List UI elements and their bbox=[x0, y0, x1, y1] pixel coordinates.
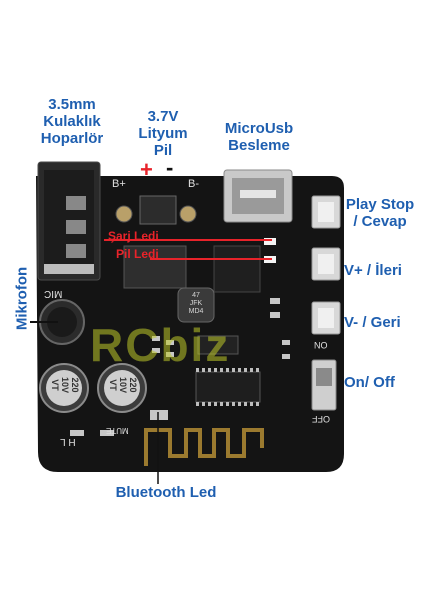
label-mikrofon: Mikrofon bbox=[13, 266, 31, 331]
minus-mark: - bbox=[166, 155, 174, 180]
label-vminus: V- / Geri bbox=[344, 314, 401, 331]
charger-ic bbox=[213, 245, 261, 293]
silk-hl: H L bbox=[60, 436, 76, 447]
antenna-trace bbox=[144, 428, 264, 466]
silk-on: ON bbox=[314, 340, 328, 350]
label-bluetooth-led: Bluetooth Led bbox=[115, 484, 217, 501]
silk-bplus: B+ bbox=[112, 178, 126, 190]
silk-mic: MIC bbox=[44, 288, 63, 299]
small-inductor bbox=[177, 287, 215, 323]
label-vplus: V+ / İleri bbox=[344, 262, 402, 279]
silk-off: OFF bbox=[312, 414, 330, 424]
charge-led bbox=[264, 238, 276, 245]
label-play-stop: Play Stop / Cevap bbox=[345, 196, 415, 230]
watermark-logo: RCbiz bbox=[90, 319, 231, 371]
plus-mark: + bbox=[140, 157, 153, 182]
label-on-off: On/ Off bbox=[344, 374, 395, 391]
label-battery: 3.7V Lityum Pil bbox=[138, 108, 188, 159]
label-battery-led: Pil Ledi bbox=[116, 247, 159, 261]
label-audio-jack: 3.5mm Kulaklık Hoparlör bbox=[40, 96, 104, 147]
pad-bplus bbox=[115, 205, 133, 223]
bluetooth-ic bbox=[195, 371, 261, 403]
label-micro-usb: MicroUsb Besleme bbox=[224, 120, 294, 154]
pad-bminus bbox=[179, 205, 197, 223]
silk-bminus: B- bbox=[188, 178, 199, 190]
power-inductor bbox=[123, 245, 187, 289]
silk-mute: MUTE bbox=[106, 426, 129, 435]
label-charge-led: Şarj Ledi bbox=[108, 229, 159, 243]
